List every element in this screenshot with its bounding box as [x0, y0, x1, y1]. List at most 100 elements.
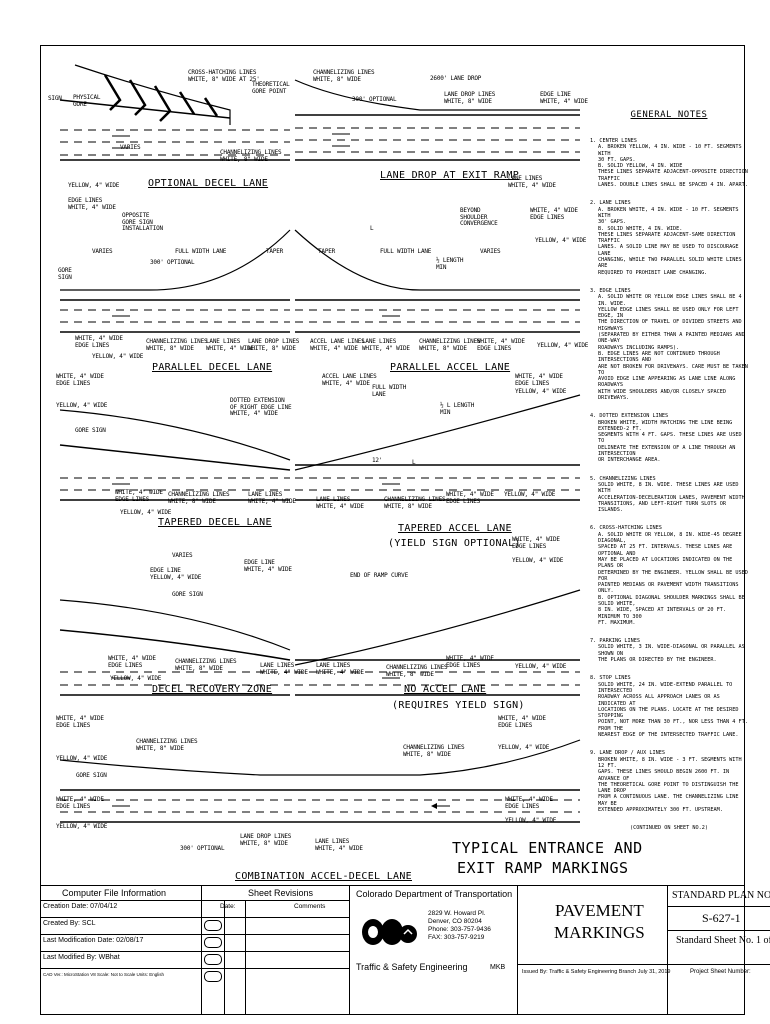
callout-edge-lines-bottom: WHITE, 4" WIDE EDGE LINES — [108, 655, 156, 669]
callout-shoulder: BEYOND SHOULDER CONVERGENCE — [460, 207, 498, 227]
callout-yellow-bottom: YELLOW, 4" WIDE — [504, 491, 556, 498]
note-line: b. OPTIONAL DIAGONAL SHOULDER MARKINGS S… — [598, 594, 745, 607]
note-line: DELINEATE THE EXTENSION OF A LINE THROUG… — [598, 444, 736, 458]
callout-yellow-bottom: YELLOW, 4" WIDE — [110, 675, 162, 682]
revision-marker — [204, 954, 222, 965]
callout-channelizing: CHANNELIZING LINES WHITE, 8" WIDE — [386, 664, 448, 678]
note-line: SOLID WHITE, 8 IN. WIDE. THESE LINES ARE… — [598, 481, 739, 495]
callout-optional: 300' OPTIONAL — [150, 259, 195, 266]
callout-gore-sign: GORE SIGN — [58, 267, 72, 281]
note-line: THESE LINES SEPARATE ADJACENT-SAME DIREC… — [598, 231, 736, 245]
note-heading: 2. LANE LINES — [590, 200, 631, 207]
callout-channelizing: CHANNELIZING LINES WHITE, 8" WIDE — [384, 496, 446, 510]
callout-lane-drop-lines: LANE DROP LINES WHITE, 8" WIDE — [248, 338, 300, 352]
callout-dotted-extension: DOTTED EXTENSION OF RIGHT EDGE LINE WHIT… — [230, 397, 292, 417]
callout-lane-lines: LANE LINES WHITE, 4" WIDE — [206, 338, 254, 352]
callout-edge-lines-right: WHITE, 4" WIDE EDGE LINES — [498, 715, 546, 729]
callout-length: L — [412, 459, 416, 466]
note-line: NEAREST EDGE OF THE INTERSECTED TRAFFIC … — [598, 732, 739, 739]
callout-varies: VARIES — [480, 248, 501, 255]
callout-edge-lines-bottom: WHITE, 4" WIDE EDGE LINES — [505, 796, 553, 810]
callout-lane-lines: LANE LINES WHITE, 4" WIDE — [508, 175, 556, 189]
note-line: ARE NOT BROKEN FOR DRIVEWAYS. CARE MUST … — [598, 363, 748, 376]
panel-title: NO ACCEL LANE — [404, 684, 487, 695]
note-line: THE PLANS OR DIRECTED BY THE ENGINEER. — [598, 657, 717, 664]
callout-edge-lines-bottom: WHITE, 4" WIDE EDGE LINES — [446, 491, 494, 505]
note-line: CHANGING, WHILE TWO PARALLEL SOLID WHITE… — [598, 257, 742, 270]
revision-marker — [204, 937, 222, 948]
note-heading: 6. CROSS-HATCHING LINES — [590, 525, 662, 532]
callout-full-width: FULL WIDTH LANE — [380, 248, 432, 255]
callout-end-of-curve: END OF RAMP CURVE — [350, 572, 409, 579]
callout-lane-lines: LANE LINES WHITE, 4" WIDE — [315, 838, 363, 852]
note-line: a. SOLID WHITE OR YELLOW, 8 IN. WIDE-45 … — [598, 531, 742, 545]
note-line: b. SOLID WHITE, 4 IN. WIDE. — [598, 225, 683, 232]
plan-title-block: PAVEMENT MARKINGS Issued By: Traffic & S… — [518, 886, 671, 1015]
note-line: 30 FT. GAPS. — [598, 156, 636, 163]
callout-yellow-bottom: YELLOW, 4" WIDE — [92, 353, 144, 360]
note-line: b. EDGE LINES ARE NOT CONTINUED THROUGH … — [598, 350, 720, 364]
callout-yellow: YELLOW, 4" WIDE — [68, 182, 120, 189]
panel-title: TAPERED DECEL LANE — [158, 517, 272, 528]
rev-comments: Comments — [294, 903, 326, 910]
notes-heading: GENERAL NOTES — [630, 110, 708, 120]
note-heading: 4. DOTTED EXTENSION LINES — [590, 413, 669, 420]
callout-yellow-bottom: YELLOW, 4" WIDE — [515, 663, 567, 670]
issued-by: Issued By: Traffic & Safety Engineering … — [522, 969, 671, 975]
callout-length: L — [370, 225, 374, 232]
note-line: THE DIRECTION OF TRAVEL OF DIVIDED STREE… — [598, 319, 742, 332]
last-mod-by: Last Modified By: WBhat — [43, 954, 120, 961]
panel-title: PARALLEL DECEL LANE — [152, 362, 273, 373]
project-sheet-number: Project Sheet Number: — [690, 969, 751, 975]
note-line: POINT, NOT MORE THAN 30 FT., NOR LESS TH… — [598, 719, 748, 732]
note-line: EXTENDED APPROXIMATELY 300 FT. UPSTREAM. — [598, 807, 723, 814]
rev-date: Date: — [220, 903, 236, 910]
note-line: a. BROKEN YELLOW, 4 IN. WIDE - 10 FT. SE… — [598, 144, 742, 157]
callout-channelizing: CHANNELIZING LINES WHITE, 8" WIDE — [168, 491, 230, 505]
note-line: BROKEN WHITE, 8 IN. WIDE - 3 FT. SEGMENT… — [598, 756, 742, 769]
panel-title: DECEL RECOVERY ZONE — [152, 684, 273, 695]
std-plan-number: S-627-1 — [702, 911, 741, 925]
note-heading: 1. CENTER LINES — [590, 138, 637, 144]
callout-optional: 300' OPTIONAL — [352, 96, 397, 103]
callout-yellow-bottom: YELLOW, 4" WIDE — [505, 817, 557, 824]
note-line: AVOID EDGE LINE APPEARING AS LANE LINE A… — [598, 376, 736, 389]
note-line: ROADWAY ACROSS ALL APPROACH LANES OR AS … — [598, 694, 720, 707]
note-line: GAPS. THESE LINES SHOULD BEGIN 2600 FT. … — [598, 769, 730, 782]
note-line: a. BROKEN WHITE, 4 IN. WIDE - 10 FT. SEG… — [598, 206, 739, 219]
callout-varies: VARIES — [172, 552, 193, 559]
note-heading: 3. EDGE LINES — [590, 287, 631, 294]
callout-full-width: FULL WIDTH LANE — [372, 384, 407, 398]
callout-edge-lines: WHITE, 4" WIDE EDGE LINES — [530, 207, 578, 221]
callout-edge-lines-bottom: WHITE, 4" WIDE EDGE LINES — [477, 338, 525, 352]
callout-edge-lines: WHITE, 4" WIDE EDGE LINES — [56, 373, 104, 387]
notes-list: 1. CENTER LINESa. BROKEN YELLOW, 4 IN. W… — [590, 138, 748, 813]
note-line: SEGMENTS WITH 4 FT. GAPS. THESE LINES AR… — [598, 432, 742, 445]
sheet-number: Standard Sheet No. 1 of 9 — [676, 935, 770, 946]
note-heading: 5. CHANNELIZING LINES — [590, 475, 656, 482]
callout-edge-lines: EDGE LINES WHITE, 4" WIDE — [68, 197, 116, 211]
note-line: WITH WIDE SHOULDERS AND/OR CLOSELY SPACE… — [598, 388, 727, 401]
callout-edge-lines-bottom: WHITE, 4" WIDE EDGE LINES — [75, 335, 123, 349]
callout-channelizing: CHANNELIZING LINES WHITE, 8" WIDE — [175, 658, 237, 672]
agency-block: Colorado Department of Transportation 28… — [350, 886, 518, 1015]
title-block: Computer File Information Creation Date:… — [40, 885, 770, 1015]
note-line: 8 IN. WIDE, SPACED AT INTERVALS OF 20 FT… — [598, 607, 727, 620]
callout-edge-lines-bottom: WHITE, 4" WIDE EDGE LINES — [446, 655, 494, 669]
revision-marker — [204, 920, 222, 931]
callout-lane-lines: LANE LINES WHITE, 4" WIDE — [260, 662, 308, 676]
general-note: 2. LANE LINESa. BROKEN WHITE, 4 IN. WIDE… — [590, 200, 748, 276]
note-line: ACCELERATION-DECELERATION LANES, PAVEMEN… — [598, 494, 745, 501]
callout-channelizing: CHANNELIZING LINES WHITE, 8" WIDE — [146, 338, 208, 352]
callout-edge-lines: WHITE, 4" WIDE EDGE LINES — [56, 715, 104, 729]
callout-edge-line-yellow: EDGE LINE YELLOW, 4" WIDE — [150, 567, 202, 581]
note-line: SOLID WHITE, 3 IN. WIDE-DIAGONAL OR PARA… — [598, 644, 745, 657]
callout-yellow-left: YELLOW, 4" WIDE — [56, 823, 108, 830]
callout-accel-lane-lines: ACCEL LANE LINES WHITE, 4" WIDE — [310, 338, 365, 352]
callout-gore-point: THEORETICAL GORE POINT — [252, 81, 290, 95]
general-note: 1. CENTER LINESa. BROKEN YELLOW, 4 IN. W… — [590, 138, 748, 188]
note-line: FT. MAXIMUM. — [598, 619, 636, 626]
